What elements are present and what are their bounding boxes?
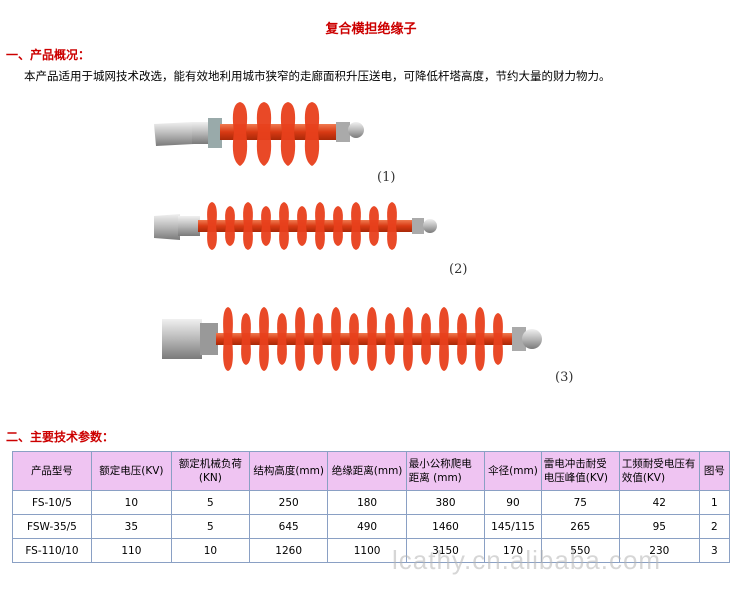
col-header: 产品型号 xyxy=(12,451,92,491)
table-cell: 75 xyxy=(540,490,620,515)
col-header: 最小公称爬电距离 (mm) xyxy=(405,451,486,491)
table-cell: 10 xyxy=(90,490,172,515)
col-header: 雷电冲击耐受电压峰值(KV) xyxy=(540,451,620,491)
col-header: 工频耐受电压有效值(KV) xyxy=(618,451,700,491)
table-cell: 230 xyxy=(618,538,700,563)
col-header: 额定机械负荷(KN) xyxy=(170,451,250,491)
table-cell: 110 xyxy=(90,538,172,563)
insulator-image-3 xyxy=(162,307,542,371)
table-cell: 95 xyxy=(618,514,700,539)
col-header: 额定电压(KV) xyxy=(90,451,172,491)
table-row: FS-110/10 110 10 1260 1100 3150 170 550 … xyxy=(12,538,731,563)
table-cell: 35 xyxy=(90,514,172,539)
table-cell: 3 xyxy=(698,538,731,563)
table-cell: 170 xyxy=(484,538,542,563)
table-cell: 90 xyxy=(484,490,542,515)
col-header: 结构高度(mm) xyxy=(248,451,329,491)
figure-label-1: (1) xyxy=(377,170,396,185)
overview-text: 本产品适用于城网技术改选，能有效地利用城市狭窄的走廊面积升压送电，可降低杆塔高度… xyxy=(24,69,611,83)
table-row: FSW-35/5 35 5 645 490 1460 145/115 265 9… xyxy=(12,514,731,539)
table-cell: 1100 xyxy=(327,538,407,563)
table-cell: FS-10/5 xyxy=(12,490,92,515)
col-header: 绝缘距离(mm) xyxy=(327,451,407,491)
section-heading-params: 二、主要技术参数： xyxy=(6,430,115,444)
table-cell: 1260 xyxy=(248,538,329,563)
table-cell: 180 xyxy=(327,490,407,515)
spec-table: 产品型号 额定电压(KV) 额定机械负荷(KN) 结构高度(mm) 绝缘距离(m… xyxy=(12,451,731,563)
figure-label-2: (2) xyxy=(449,262,468,277)
section-heading-overview: 一、产品概况： xyxy=(6,48,91,62)
table-cell: 2 xyxy=(698,514,731,539)
col-header: 图号 xyxy=(698,451,731,491)
table-cell: FS-110/10 xyxy=(12,538,92,563)
table-header-row: 产品型号 额定电压(KV) 额定机械负荷(KN) 结构高度(mm) 绝缘距离(m… xyxy=(12,451,731,491)
table-cell: 3150 xyxy=(405,538,486,563)
table-cell: 490 xyxy=(327,514,407,539)
table-cell: 10 xyxy=(170,538,250,563)
table-cell: 145/115 xyxy=(484,514,542,539)
table-cell: 645 xyxy=(248,514,329,539)
page-title: 复合横担绝缘子 xyxy=(325,22,417,37)
table-cell: 1 xyxy=(698,490,731,515)
figure-label-3: (3) xyxy=(555,370,574,385)
col-header: 伞径(mm) xyxy=(484,451,542,491)
table-cell: 250 xyxy=(248,490,329,515)
table-cell: 42 xyxy=(618,490,700,515)
table-row: FS-10/5 10 5 250 180 380 90 75 42 1 xyxy=(12,490,731,515)
table-cell: 380 xyxy=(405,490,486,515)
table-cell: 265 xyxy=(540,514,620,539)
table-cell: 550 xyxy=(540,538,620,563)
table-cell: 5 xyxy=(170,490,250,515)
insulator-image-2 xyxy=(154,202,437,250)
table-cell: 1460 xyxy=(405,514,486,539)
table-cell: 5 xyxy=(170,514,250,539)
table-cell: FSW-35/5 xyxy=(12,514,92,539)
insulator-image-1 xyxy=(154,102,364,166)
